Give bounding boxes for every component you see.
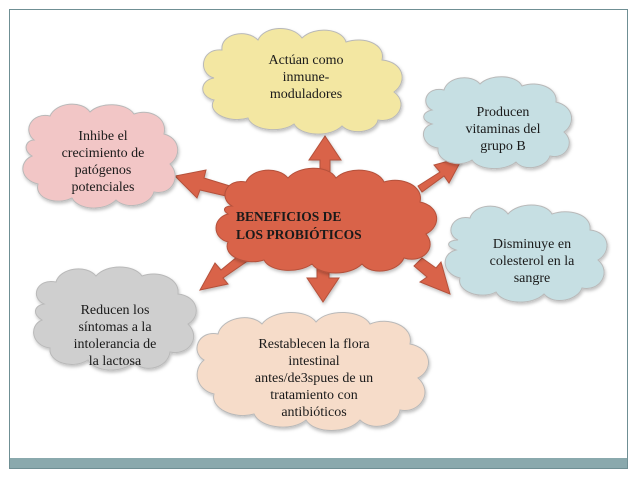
arrow-down-left	[199, 251, 250, 291]
arrow-left	[173, 169, 231, 199]
bubble-right-text: Disminuye en colesterol en la sangre	[489, 237, 575, 286]
bubble-bottom-left-text: Reducen los síntomas a la intolerancia d…	[73, 303, 157, 369]
bubble-top-text: Actúan como inmune- moduladores	[268, 53, 344, 102]
bubble-right	[444, 204, 608, 303]
bubble-bottom-text: Restablecen la flora intestinal antes/de…	[254, 337, 374, 420]
slide-bottom-bar	[10, 458, 627, 468]
bubble-bottom-left	[33, 266, 197, 371]
bubble-top	[202, 28, 403, 135]
arrow-up-right	[417, 156, 464, 193]
bubble-top-right-text: Producen vitaminas del grupo B	[465, 105, 541, 154]
center-cloud	[215, 167, 437, 274]
center-title: BENEFICIOS DE LOS PROBIÓTICOS	[236, 209, 362, 242]
bubble-top-left	[22, 103, 179, 209]
bubble-bottom	[196, 311, 429, 431]
bubble-top-left-text: Inhibe el crecimiento de patógenos poten…	[61, 129, 145, 195]
bubble-top-right	[423, 76, 572, 169]
arrow-right	[413, 257, 451, 295]
